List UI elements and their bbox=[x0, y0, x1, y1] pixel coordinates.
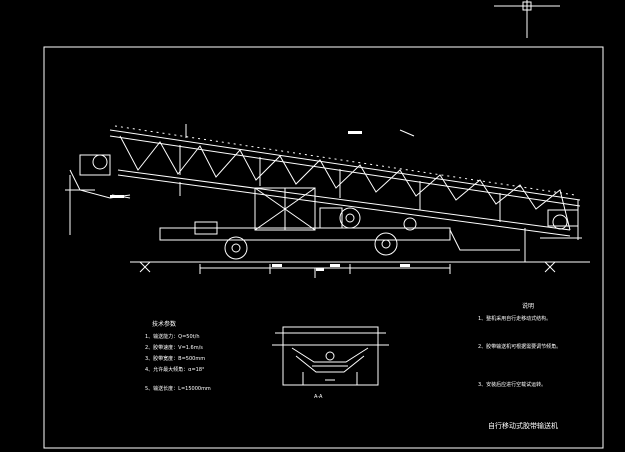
note-item: 2、胶带输送机可根据需要调节倾角。 bbox=[478, 343, 561, 350]
tech-spec-item: 3、胶带宽度：B=500mm bbox=[145, 355, 205, 362]
tech-spec-item: 4、允许最大倾角：α=18° bbox=[145, 366, 205, 373]
tech-spec-item: 1、输送能力：Q=50t/h bbox=[145, 333, 199, 340]
drawing-title: 自行移动式胶带输送机 bbox=[488, 421, 558, 430]
note-item: 1、整机采用自行走移动式结构。 bbox=[478, 315, 551, 322]
conveyor-elevation bbox=[65, 124, 590, 278]
notes-heading: 说明 bbox=[522, 302, 534, 310]
section-aa-view bbox=[272, 326, 389, 386]
tech-spec-item: 2、胶带速度：V=1.6m/s bbox=[145, 344, 203, 351]
notes-block: 说明 1、整机采用自行走移动式结构。 2、胶带输送机可根据需要调节倾角。 3、安… bbox=[478, 302, 561, 388]
drawing-frame bbox=[43, 46, 604, 449]
note-item: 3、安装后应进行空载试运转。 bbox=[478, 381, 546, 388]
tech-specs-block: 技术参数 1、输送能力：Q=50t/h 2、胶带速度：V=1.6m/s 3、胶带… bbox=[145, 320, 211, 392]
tech-specs-heading: 技术参数 bbox=[152, 320, 176, 328]
dimension-marks bbox=[110, 131, 410, 271]
tech-spec-item: 5、输送长度：L=15000mm bbox=[145, 385, 211, 392]
section-label: A-A bbox=[314, 394, 323, 400]
crosshair-cursor-icon bbox=[494, 0, 560, 38]
